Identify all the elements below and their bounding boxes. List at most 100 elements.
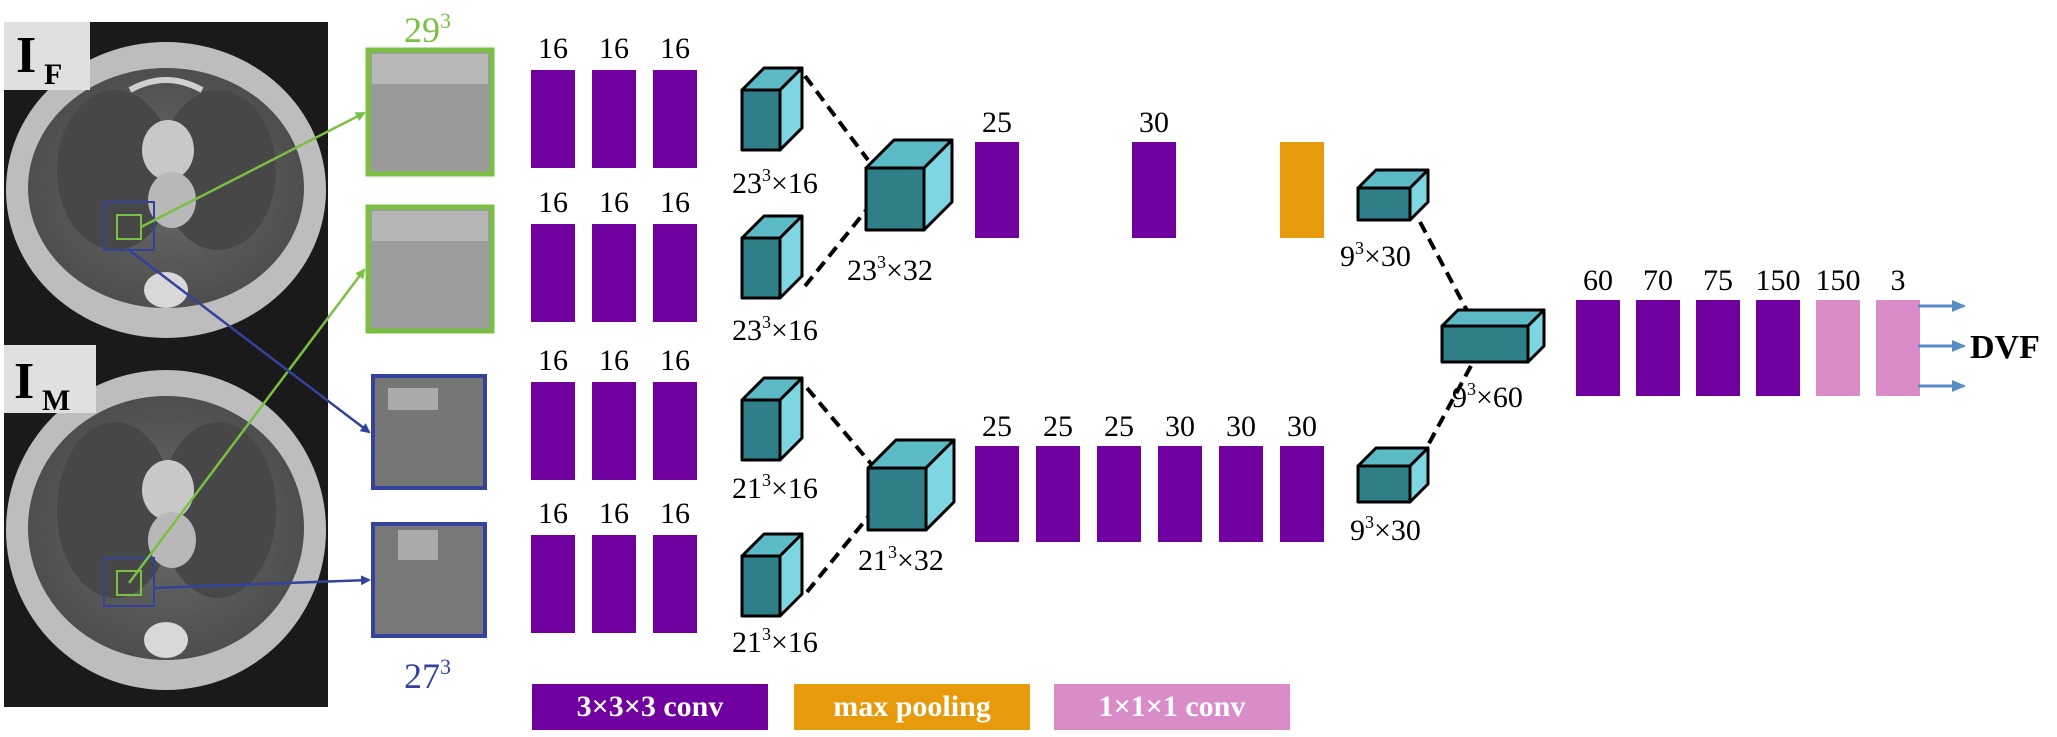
top-branch-maxpool [1280, 142, 1324, 238]
conv-block-r1-3 [653, 70, 697, 168]
patch-moving-blue-1 [371, 374, 487, 490]
cube-label-top-b: 233×16 [732, 312, 818, 347]
conv-block-r4-3 [653, 535, 697, 633]
input-conv-stacks: 16 16 16 16 16 16 16 16 16 16 16 16 [531, 32, 697, 633]
bottom-branch-label-1: 25 [982, 410, 1012, 443]
conv-block-r2-2 [592, 224, 636, 322]
conv-label-r1-1: 16 [538, 32, 568, 65]
arrow-green-fixed-to-patch1 [140, 111, 366, 229]
conv-label-r2-2: 16 [599, 186, 629, 219]
cube-mid-top [1356, 168, 1430, 222]
conv-label-r2-3: 16 [660, 186, 690, 219]
final-block-6 [1876, 300, 1920, 396]
arrow-blue-moving-to-patch4 [153, 575, 371, 590]
conv-block-r1-1 [531, 70, 575, 168]
fixed-image-label: I F [4, 22, 90, 91]
cube-label-mid-bot: 93×30 [1350, 512, 1421, 547]
conv-block-r1-2 [592, 70, 636, 168]
legend: 3×3×3 conv max pooling 1×1×1 conv [532, 684, 1290, 730]
bottom-branch-conv-2 [1036, 446, 1080, 542]
top-branch: 25 30 [975, 106, 1324, 238]
conv-label-r4-2: 16 [599, 497, 629, 530]
cube-mid-bot [1356, 446, 1430, 504]
conv-block-r2-3 [653, 224, 697, 322]
conv-label-r3-3: 16 [660, 344, 690, 377]
cube-final-merge [1440, 308, 1546, 364]
legend-conv3-swatch [532, 684, 768, 730]
conv-block-r4-1 [531, 535, 575, 633]
final-label-6: 3 [1891, 264, 1906, 297]
cube-bot-a [740, 376, 804, 462]
cube-top-a [740, 66, 804, 152]
bottom-branch-label-5: 30 [1226, 410, 1256, 443]
top-branch-label-2: 30 [1139, 106, 1169, 139]
final-label-1: 60 [1583, 264, 1613, 297]
final-stack: 60 70 75 150 150 3 [1576, 264, 1920, 396]
blue-patch-size-label: 273 [404, 654, 451, 696]
legend-pool-label: max pooling [833, 690, 991, 723]
bottom-branch-label-6: 30 [1287, 410, 1317, 443]
dashed-connectors [803, 74, 1474, 594]
conv-block-r4-2 [592, 535, 636, 633]
final-block-4 [1756, 300, 1800, 396]
conv-label-r4-3: 16 [660, 497, 690, 530]
output-label: DVF [1970, 329, 2040, 366]
conv-label-r1-2: 16 [599, 32, 629, 65]
cube-label-top-a: 233×16 [732, 165, 818, 200]
moving-roi-blue [103, 557, 155, 607]
svg-text:I: I [14, 353, 34, 410]
arrow-green-moving-to-patch2 [128, 268, 366, 584]
final-block-3 [1696, 300, 1740, 396]
final-block-2 [1636, 300, 1680, 396]
conv-label-r3-2: 16 [599, 344, 629, 377]
cube-label-bot-a: 213×16 [732, 470, 818, 505]
bottom-branch-label-3: 25 [1104, 410, 1134, 443]
cube-label-top-merge: 233×32 [847, 252, 933, 287]
legend-conv3-label: 3×3×3 conv [577, 690, 724, 723]
patch-fixed-green-2 [365, 204, 495, 334]
final-block-1 [1576, 300, 1620, 396]
cube-top-merge [864, 138, 954, 232]
conv-block-r3-2 [592, 382, 636, 480]
svg-text:F: F [44, 58, 62, 91]
conv-block-r2-1 [531, 224, 575, 322]
bottom-branch: 25 25 25 30 30 30 [975, 410, 1324, 542]
conv-label-r1-3: 16 [660, 32, 690, 65]
conv-block-r3-1 [531, 382, 575, 480]
bottom-branch-conv-4 [1158, 446, 1202, 542]
final-label-3: 75 [1703, 264, 1733, 297]
legend-conv1-swatch [1054, 684, 1290, 730]
top-branch-label-1: 25 [982, 106, 1012, 139]
cube-label-mid-top: 93×30 [1340, 238, 1411, 273]
patch-fixed-green-1 [365, 47, 495, 177]
patch-moving-blue-2 [371, 522, 487, 638]
cube-label-bot-merge: 213×32 [858, 542, 944, 577]
conv-block-r3-3 [653, 382, 697, 480]
conv-label-r2-1: 16 [538, 186, 568, 219]
arrow-blue-fixed-to-patch3 [128, 249, 371, 434]
conv-label-r3-1: 16 [538, 344, 568, 377]
cube-bot-b [740, 532, 804, 618]
conv-label-r4-1: 16 [538, 497, 568, 530]
moving-image-label: I M [4, 345, 96, 417]
top-branch-conv-2 [1132, 142, 1176, 238]
svg-text:M: M [42, 384, 70, 417]
bottom-branch-conv-3 [1097, 446, 1141, 542]
moving-roi-green [116, 570, 142, 596]
cube-bot-merge [866, 438, 956, 532]
cube-label-bot-b: 213×16 [732, 624, 818, 659]
bottom-branch-label-4: 30 [1165, 410, 1195, 443]
bottom-branch-conv-6 [1280, 446, 1324, 542]
cube-top-b [740, 214, 804, 300]
bottom-branch-conv-1 [975, 446, 1019, 542]
final-label-5: 150 [1816, 264, 1861, 297]
bottom-branch-label-2: 25 [1043, 410, 1073, 443]
feature-cubes [740, 66, 1546, 618]
final-label-2: 70 [1643, 264, 1673, 297]
final-label-4: 150 [1756, 264, 1801, 297]
green-patch-size-label: 293 [404, 8, 451, 50]
final-block-5 [1816, 300, 1860, 396]
legend-pool-swatch [794, 684, 1030, 730]
fixed-ct-image [0, 22, 330, 350]
